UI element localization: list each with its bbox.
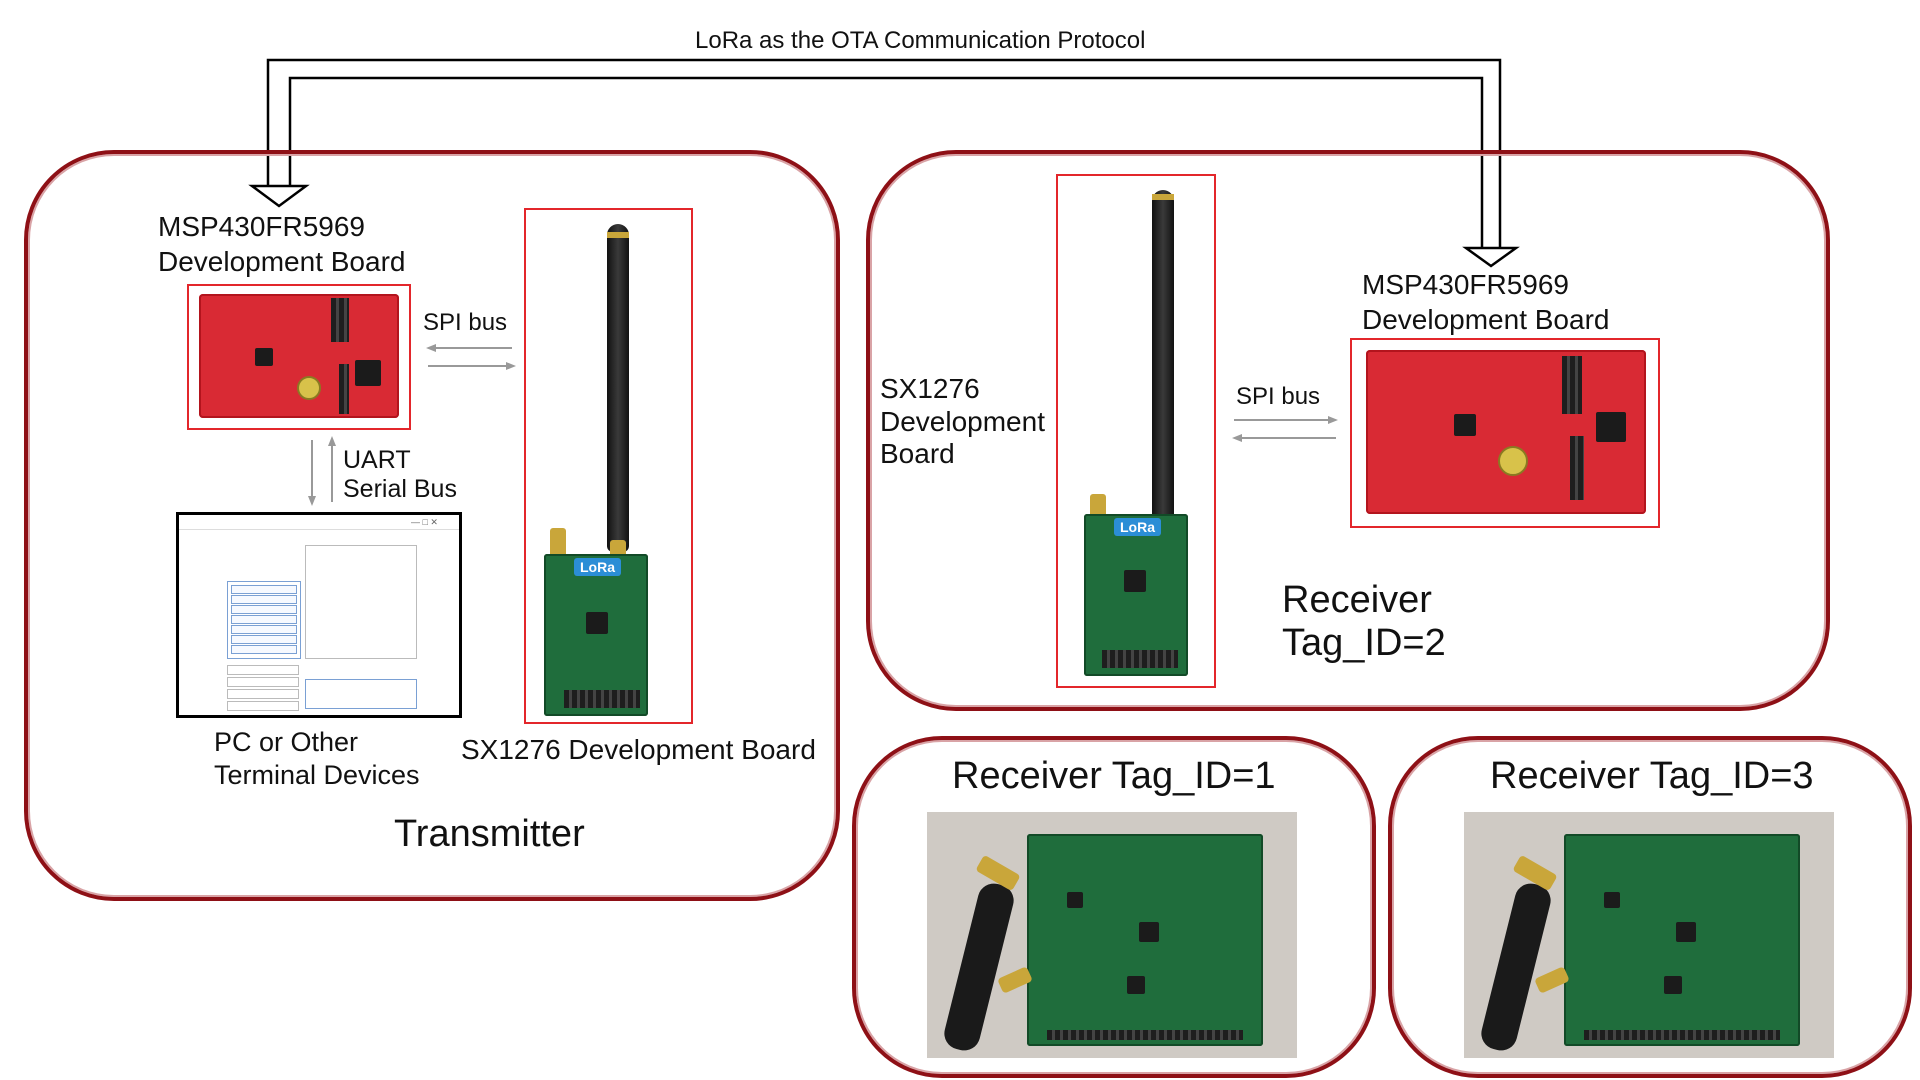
uart-arrows (300, 432, 340, 508)
pin-header (339, 364, 349, 414)
transmitter-msp-box (187, 284, 411, 430)
pin-header (1584, 1030, 1780, 1040)
radio-chip (1604, 892, 1620, 908)
sx1276-pcb: LoRa (1084, 514, 1188, 676)
pin-header (331, 298, 349, 342)
ota-protocol-label: LoRa as the OTA Communication Protocol (695, 24, 1145, 57)
antenna (1478, 880, 1554, 1054)
radio-chip (1067, 892, 1083, 908)
mcu-chip (1454, 414, 1476, 436)
mcu-chip (1139, 922, 1159, 942)
lora-badge: LoRa (574, 558, 621, 576)
antenna-band (607, 232, 629, 238)
receiver2-spi-label: SPI bus (1236, 380, 1320, 413)
list-item (231, 605, 297, 614)
pin-header (1047, 1030, 1243, 1040)
receiver1-title: Receiver Tag_ID=1 (952, 754, 1276, 798)
transmitter-msp-label-1: MSP430FR5969 (158, 210, 365, 243)
receiver2-msp-label-2: Development Board (1362, 303, 1609, 336)
receiver2-sx-label-2: Development (880, 405, 1045, 438)
transmitter-sx1276-box: LoRa (524, 208, 693, 724)
output-area (305, 545, 417, 659)
pc-terminal-window: — □ ✕ (176, 512, 462, 718)
receiver2-msp-box (1350, 338, 1660, 528)
input-area (305, 679, 417, 709)
antenna (1152, 190, 1174, 530)
radio-chip (1664, 976, 1682, 994)
pin-header (1562, 356, 1582, 414)
lora-badge: LoRa (1114, 518, 1161, 536)
mcu-chip (1676, 922, 1696, 942)
receiver1-board-photo (927, 812, 1297, 1058)
coin-cell (1498, 446, 1528, 476)
antenna-band (1152, 194, 1174, 200)
list-item (231, 585, 297, 594)
pin-header (1102, 650, 1178, 668)
receiver2-sx-label-3: Board (880, 437, 955, 470)
mcu-chip (355, 360, 381, 386)
antenna (607, 224, 629, 552)
window-close-icon: — □ ✕ (411, 517, 438, 528)
receiver3-board-photo (1464, 812, 1834, 1058)
transmitter-sx1276-label: SX1276 Development Board (461, 733, 816, 766)
radio-chip (586, 612, 608, 634)
transmitter-title: Transmitter (394, 812, 585, 856)
receiver-pcb (1027, 834, 1263, 1046)
radio-chip (1124, 570, 1146, 592)
transmitter-spi-arrows (420, 340, 520, 380)
msp430-board (199, 294, 399, 418)
antenna (941, 880, 1017, 1054)
receiver2-sx1276-box: LoRa (1056, 174, 1216, 688)
list-item (231, 615, 297, 624)
receiver2-title-1: Receiver (1282, 578, 1432, 622)
list-item (231, 625, 297, 634)
list-item (231, 635, 297, 644)
receiver2-title-2: Tag_ID=2 (1282, 621, 1446, 665)
receiver2-spi-arrows (1226, 410, 1342, 450)
msp430-board (1366, 350, 1646, 514)
mcu-chip (255, 348, 273, 366)
pin-header (564, 690, 640, 708)
receiver2-sx-label-1: SX1276 (880, 372, 980, 405)
button-row (227, 689, 299, 699)
pin-header (1570, 436, 1584, 500)
pc-label-1: PC or Other (214, 726, 358, 759)
coin-cell (297, 376, 321, 400)
pc-label-2: Terminal Devices (214, 759, 420, 792)
list-item (231, 645, 297, 654)
receiver3-title: Receiver Tag_ID=3 (1490, 754, 1814, 798)
list-item (231, 595, 297, 604)
radio-chip (1127, 976, 1145, 994)
button-row (227, 677, 299, 687)
transmitter-msp-label-2: Development Board (158, 245, 405, 278)
mcu-chip (1596, 412, 1626, 442)
receiver-pcb (1564, 834, 1800, 1046)
sx1276-pcb: LoRa (544, 554, 648, 716)
transmitter-spi-label: SPI bus (423, 306, 507, 339)
uart-label-2: Serial Bus (343, 473, 457, 506)
button-row (227, 701, 299, 711)
receiver2-msp-label-1: MSP430FR5969 (1362, 268, 1569, 301)
button-row (227, 665, 299, 675)
